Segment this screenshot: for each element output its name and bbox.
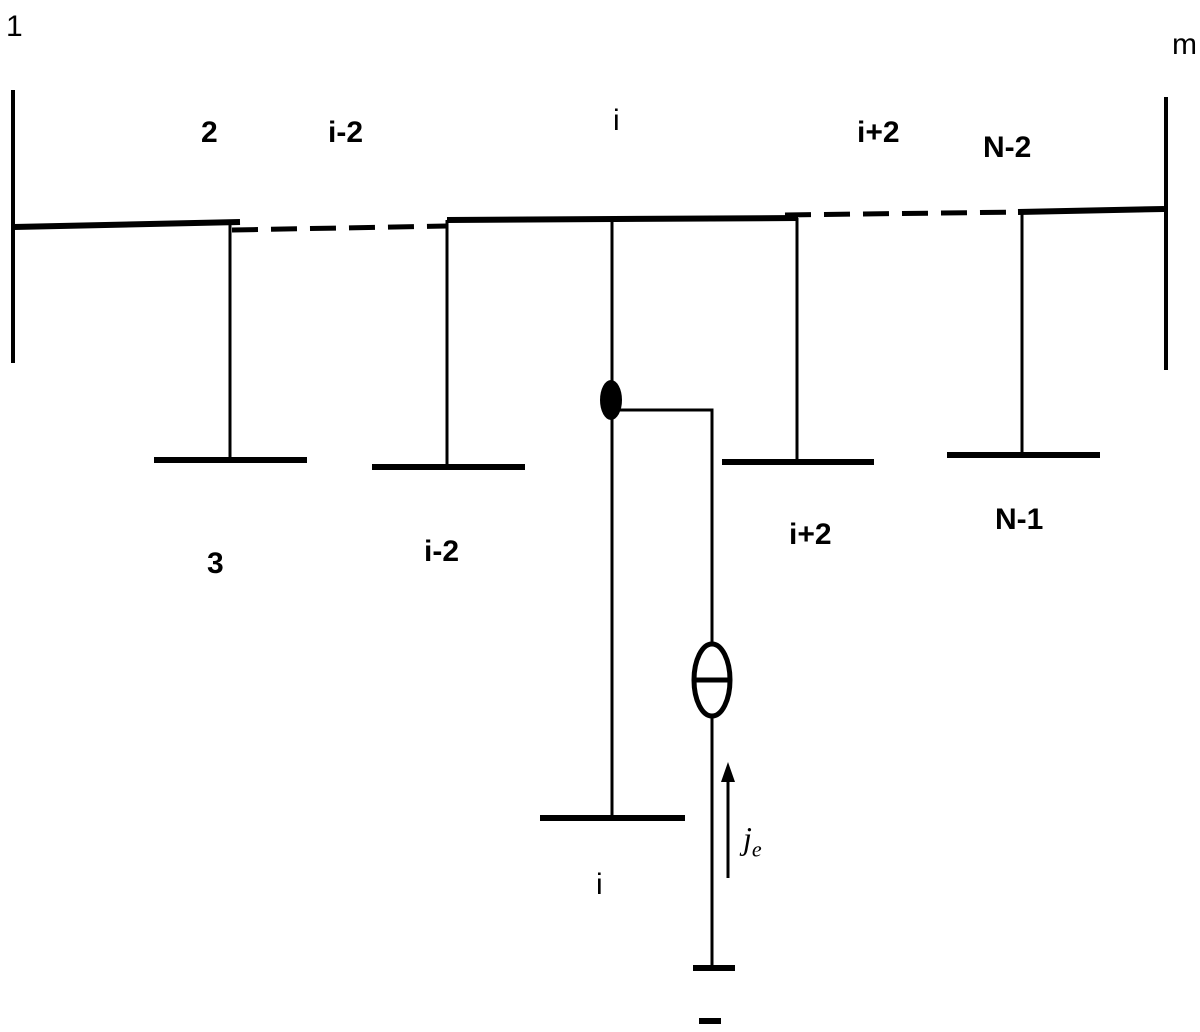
node-label-upper-2: 2 (201, 116, 218, 149)
junction-node-icon (600, 380, 622, 420)
node-label-injection-i: i (596, 868, 603, 901)
current-arrow-head-icon (721, 762, 735, 782)
line-segment-i-2-i+2 (446, 215, 799, 223)
injection-wire (612, 408, 714, 645)
line-segment-n-2-m (1017, 206, 1165, 215)
node-label-m: m (1172, 28, 1197, 61)
node-label-upper-n-2: N-2 (983, 131, 1032, 164)
current-label: je (743, 822, 762, 860)
node-label-lower-n-1: N-1 (995, 503, 1044, 536)
node-label-lower-3: 3 (207, 547, 224, 580)
node-label-upper-i-2: i-2 (328, 116, 364, 149)
node-label-lower-i-2: i-2 (424, 535, 460, 568)
node-label-upper-i+2: i+2 (857, 116, 900, 149)
node-label-1: 1 (6, 10, 23, 43)
node-label-upper-i: i (613, 104, 620, 137)
current-source-icon (691, 641, 733, 719)
current-label-subscript: e (751, 836, 762, 862)
line-segment-1-2 (13, 219, 241, 230)
dashed-segment-left (231, 223, 448, 233)
node-label-lower-i+2: i+2 (789, 518, 832, 551)
dashed-segment-right (784, 209, 1023, 218)
current-label-symbol: j (743, 820, 752, 856)
